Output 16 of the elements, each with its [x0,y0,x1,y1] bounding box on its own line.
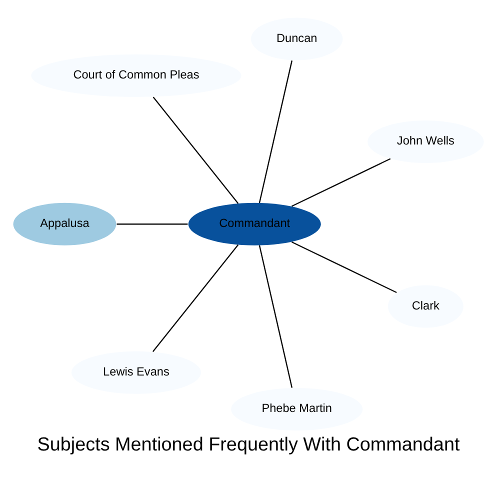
node-ellipse: Appalusa [13,202,116,246]
connector [152,244,239,352]
connector [291,241,397,294]
node-ellipse: Duncan [250,18,343,60]
node-ellipse: Court of Common Pleas [31,54,242,97]
connector [291,158,391,207]
node-ellipse: John Wells [368,120,484,164]
node-ellipse: Clark [388,285,464,328]
diagram-title: Subjects Mentioned Frequently With Commandant [37,434,460,456]
node-ellipse: Commandant [188,202,321,246]
node-ellipse: Lewis Evans [71,351,201,394]
connector [258,245,293,388]
connector [258,60,293,204]
connector [152,96,239,204]
node-ellipse: Phebe Martin [231,388,363,431]
connector [116,224,188,225]
